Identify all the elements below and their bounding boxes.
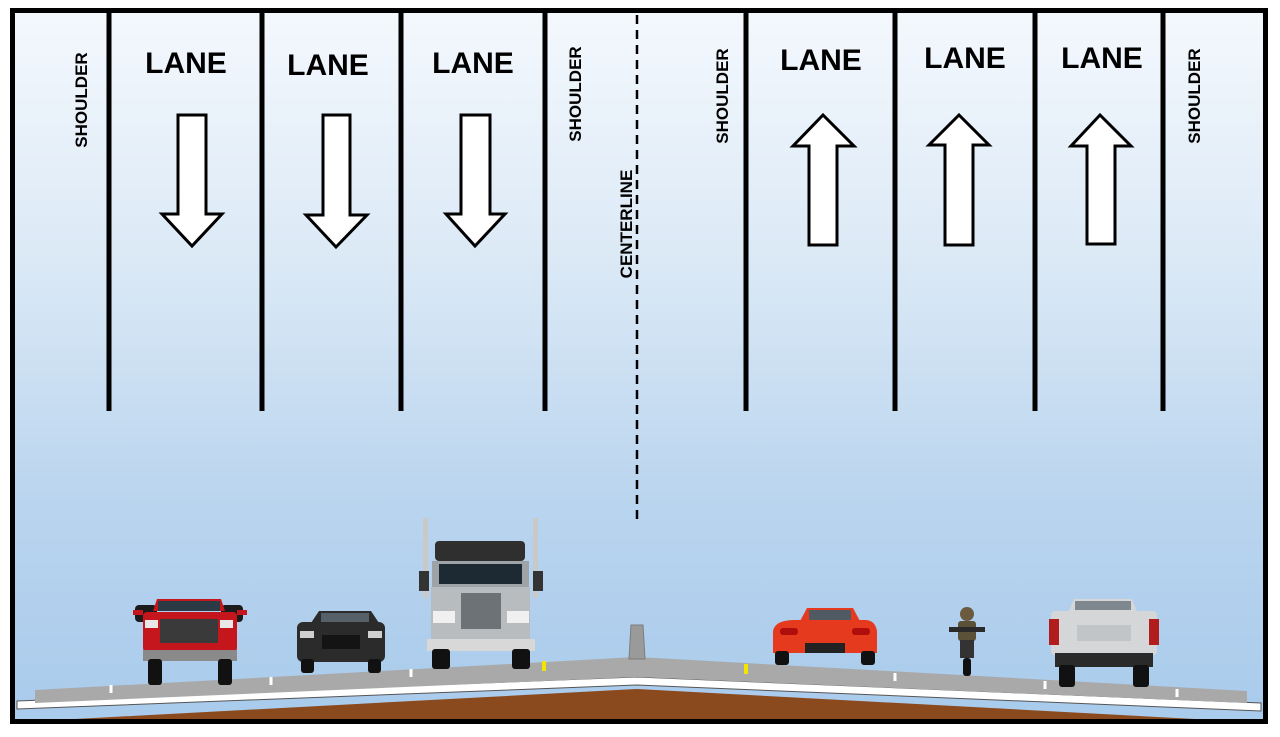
shoulder-label: SHOULDER — [72, 52, 91, 147]
lane-label: LANE — [145, 47, 227, 80]
sports-coupe-black — [297, 611, 385, 673]
pavement-right — [637, 657, 1247, 703]
vertical-labels: SHOULDER SHOULDER SHOULDER SHOULDER CENT… — [72, 46, 1204, 278]
pickup-truck-red — [133, 599, 247, 685]
shoulder-label: SHOULDER — [1185, 48, 1204, 143]
pickup-truck-silver — [1049, 599, 1159, 687]
lane-label: LANE — [780, 44, 862, 77]
lane-label: LANE — [287, 49, 369, 82]
lane-dividers — [106, 13, 1166, 523]
lane-label: LANE — [924, 42, 1006, 75]
lane-label: LANE — [1061, 42, 1143, 75]
arrow-down-icon — [158, 113, 226, 249]
motorcycle — [949, 607, 985, 676]
arrow-down-icon — [302, 113, 371, 250]
soil-layer — [75, 689, 1195, 719]
arrow-down-icon — [442, 113, 509, 249]
shoulder-label: SHOULDER — [566, 46, 585, 141]
semi-truck — [419, 518, 543, 669]
pavement-left — [35, 657, 637, 703]
vehicles — [133, 518, 1159, 687]
arrow-up-icon — [1067, 112, 1135, 246]
shoulder-label: SHOULDER — [713, 48, 732, 143]
road-section — [16, 624, 1262, 719]
median-barrier — [628, 624, 646, 660]
lane-labels: LANE LANE LANE LANE LANE LANE — [145, 42, 1143, 82]
lane-label: LANE — [432, 47, 514, 80]
arrow-up-icon — [925, 112, 993, 247]
sports-car-red — [773, 608, 877, 665]
cross-section-svg: LANE LANE LANE LANE LANE LANE SHOULDER S… — [16, 13, 1262, 719]
arrow-up-icon — [789, 112, 858, 247]
roadway-diagram: LANE LANE LANE LANE LANE LANE SHOULDER S… — [10, 8, 1268, 724]
centerline-label: CENTERLINE — [617, 170, 636, 279]
direction-arrows — [158, 112, 1135, 250]
